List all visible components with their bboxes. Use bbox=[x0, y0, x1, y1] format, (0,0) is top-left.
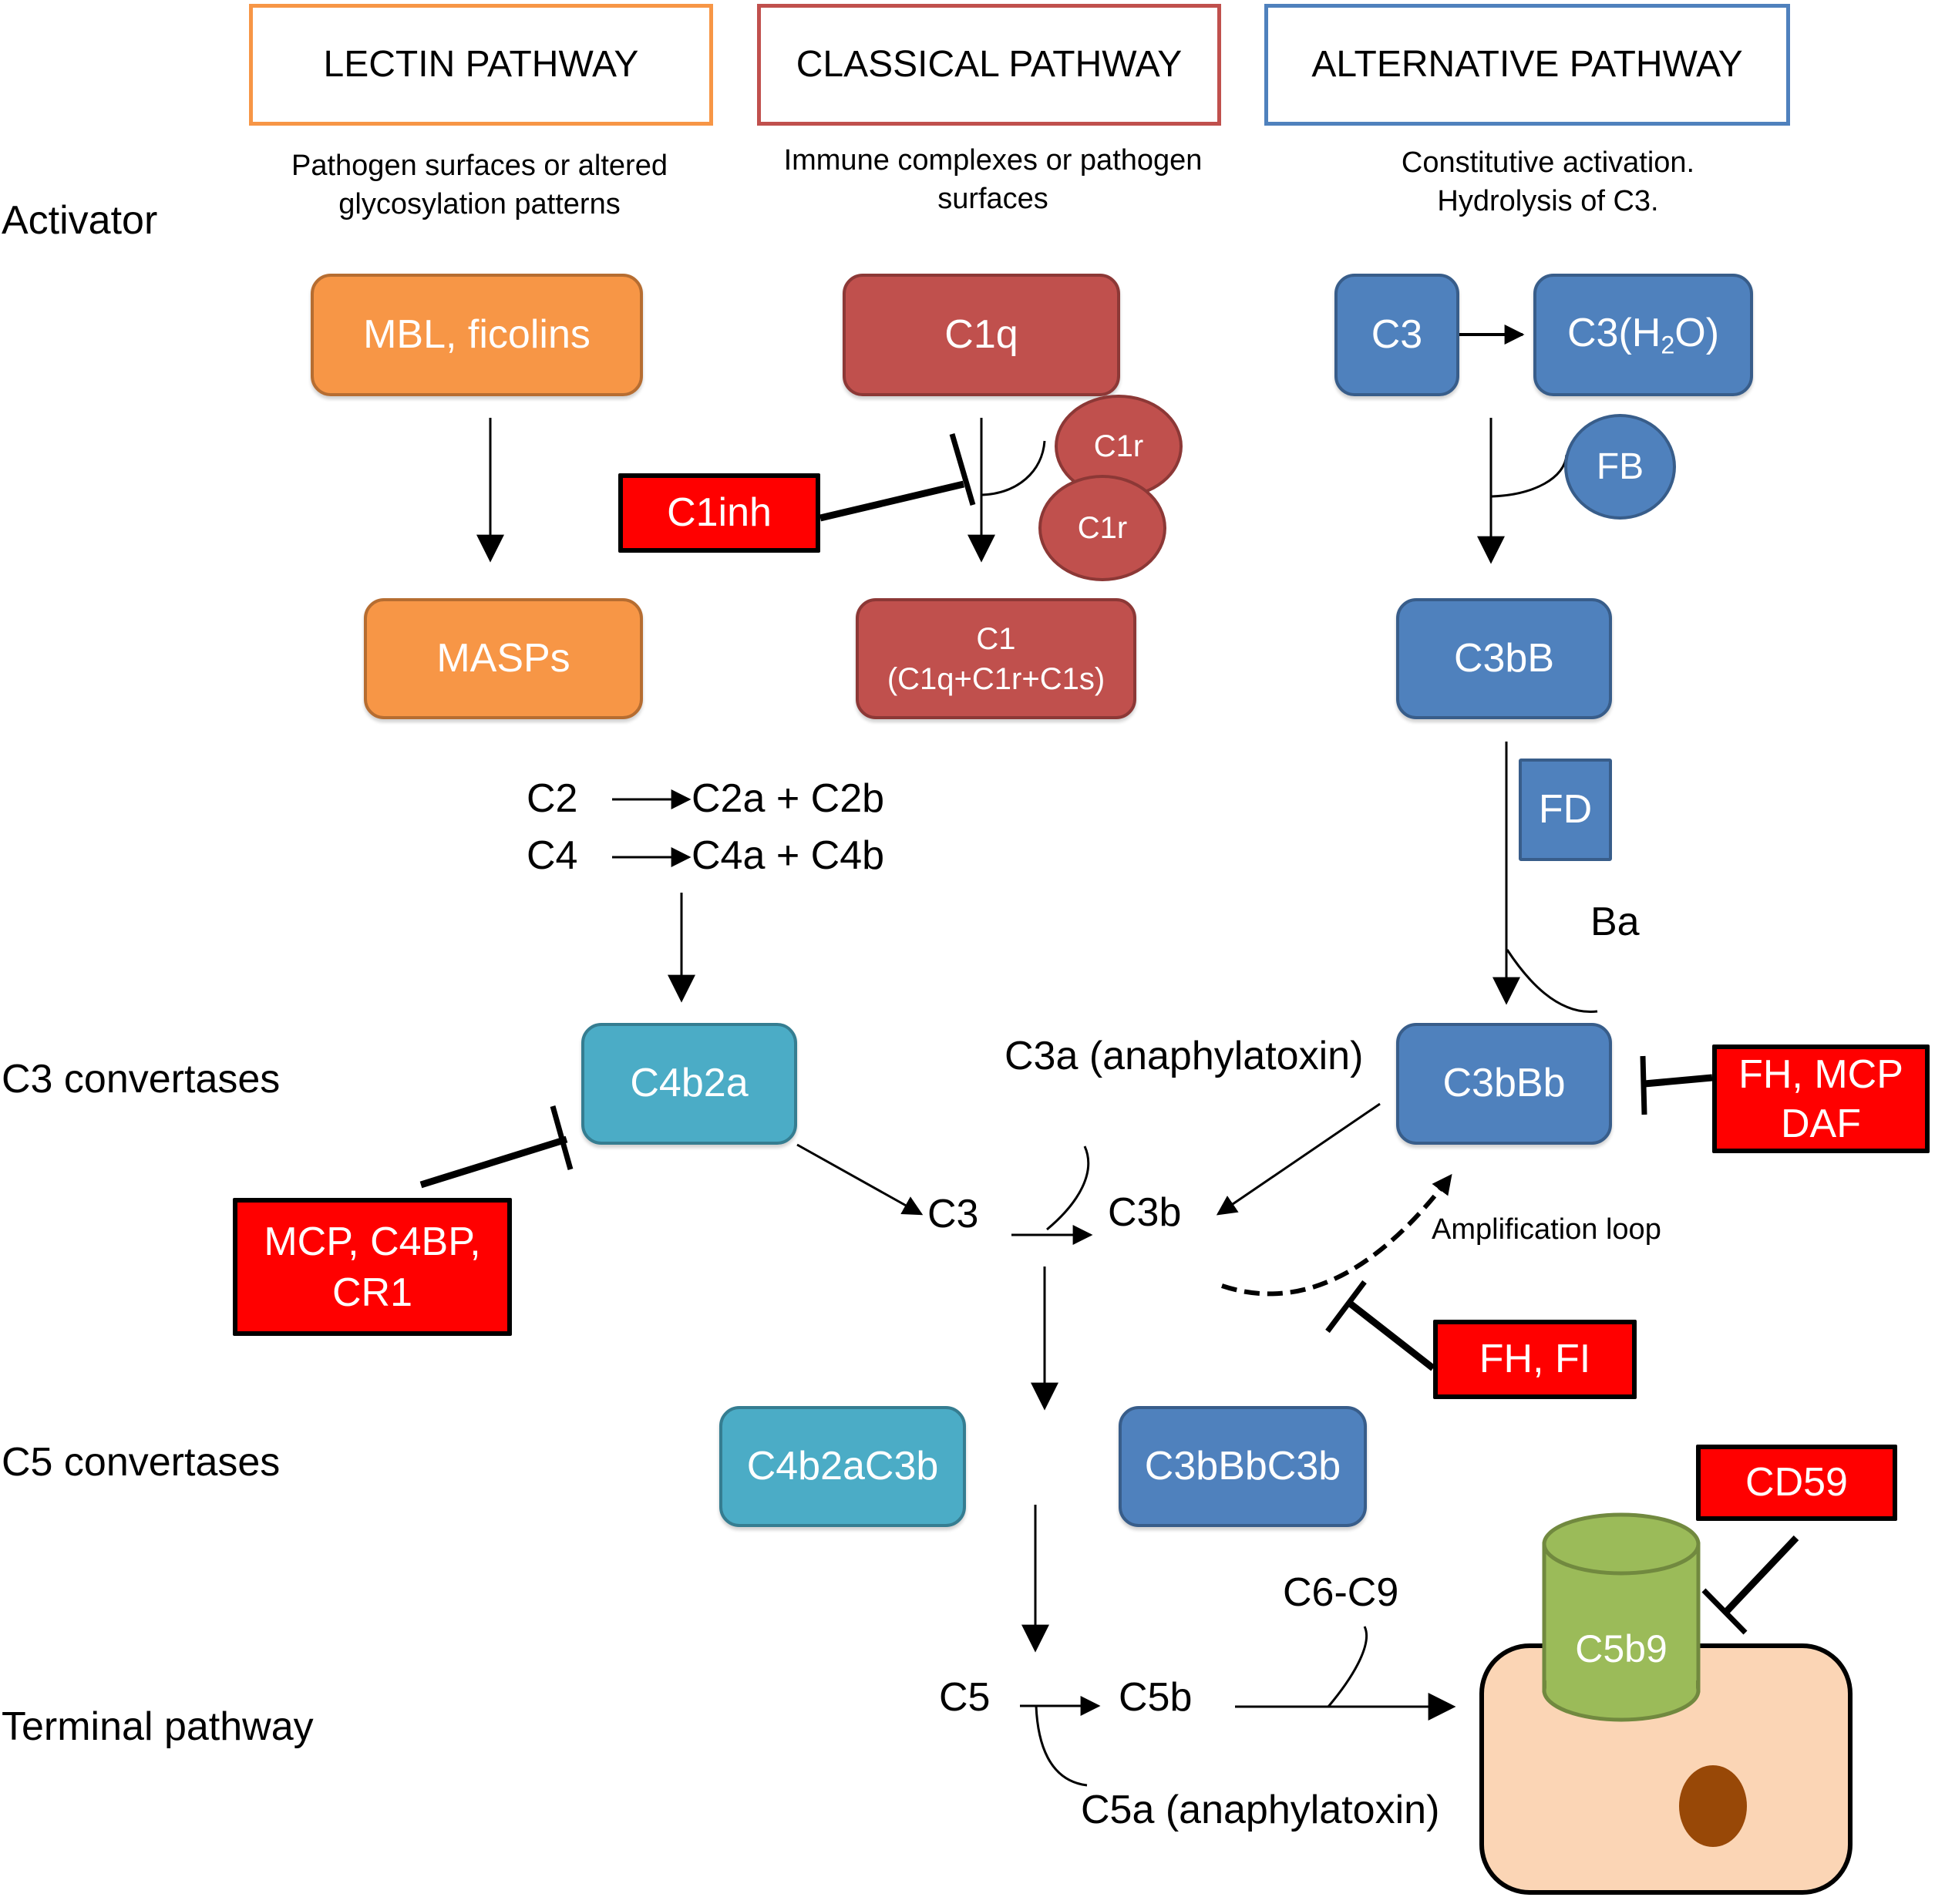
node-c3bb: C3bB bbox=[1396, 598, 1612, 719]
node-fb-label: FB bbox=[1596, 446, 1644, 487]
inhibition-fh-fi bbox=[1347, 1300, 1435, 1371]
classical-activator-line2: surfaces bbox=[937, 183, 1048, 215]
classical-pathway-title: CLASSICAL PATHWAY bbox=[796, 44, 1183, 86]
lectin-activator: Pathogen surfaces or altered glycosylati… bbox=[248, 146, 711, 224]
inhibition-mcp-c4bp-cr1 bbox=[419, 1135, 568, 1189]
inhibitor-cd59: CD59 bbox=[1696, 1445, 1897, 1521]
c3h2o-suffix: O) bbox=[1674, 310, 1720, 355]
node-fb: FB bbox=[1564, 414, 1676, 520]
node-c4b2a-label: C4b2a bbox=[630, 1061, 749, 1106]
amplification-loop-arrow bbox=[1221, 1173, 1453, 1297]
node-c3-alt-label: C3 bbox=[1371, 311, 1423, 357]
label-ba: Ba bbox=[1590, 900, 1640, 944]
label-c6-c9: C6-C9 bbox=[1283, 1570, 1399, 1615]
classical-activator: Immune complexes or pathogen surfaces bbox=[754, 141, 1232, 218]
node-c1q-label: C1q bbox=[944, 311, 1018, 357]
inhibitor-fh-mcp-daf: FH, MCP DAF bbox=[1712, 1045, 1930, 1153]
inhibition-cd59 bbox=[1724, 1535, 1799, 1614]
label-c3: C3 bbox=[927, 1192, 979, 1236]
inhibitor-fh-fi: FH, FI bbox=[1433, 1320, 1637, 1399]
inhibition-bar-fh-mcp-daf bbox=[1640, 1055, 1647, 1115]
alternative-activator-line1: Constitutive activation. bbox=[1401, 146, 1695, 179]
lectin-pathway-header: LECTIN PATHWAY bbox=[249, 4, 713, 126]
label-c4: C4 bbox=[527, 833, 578, 878]
inhibitor-cd59-label: CD59 bbox=[1745, 1459, 1848, 1505]
c5a-release-curve bbox=[1035, 1705, 1088, 1787]
label-c5: C5 bbox=[939, 1675, 991, 1720]
alternative-pathway-title: ALTERNATIVE PATHWAY bbox=[1311, 44, 1743, 86]
alternative-pathway-header: ALTERNATIVE PATHWAY bbox=[1264, 4, 1790, 126]
c3a-release-curve bbox=[1046, 1145, 1090, 1231]
arrow-c3bbb-to-c3b bbox=[1216, 1102, 1381, 1216]
label-c5a-anaphylatoxin: C5a (anaphylatoxin) bbox=[1081, 1788, 1440, 1832]
label-amplification-loop: Amplification loop bbox=[1432, 1213, 1661, 1246]
node-c3bbbc3b: C3bBbC3b bbox=[1119, 1406, 1367, 1527]
inhibition-bar-c1inh bbox=[949, 433, 976, 506]
c3h2o-prefix: C3(H bbox=[1567, 310, 1661, 355]
mac-c5b9-label: C5b9 bbox=[1575, 1627, 1667, 1670]
inhibitor-mcp-c4bp-cr1-line2: CR1 bbox=[331, 1270, 413, 1315]
node-c1r-top-label: C1r bbox=[1093, 429, 1144, 463]
node-c3bbbc3b-label: C3bBbC3b bbox=[1144, 1443, 1341, 1489]
node-c1: C1 (C1q+C1r+C1s) bbox=[856, 598, 1136, 719]
row-label-activator: Activator bbox=[2, 198, 158, 243]
node-c4b2a: C4b2a bbox=[581, 1023, 797, 1145]
node-fd-label: FD bbox=[1538, 786, 1593, 832]
inhibitor-c1inh-label: C1inh bbox=[667, 489, 772, 535]
node-c4b2ac3b: C4b2aC3b bbox=[719, 1406, 966, 1527]
inhibition-bar-cd59 bbox=[1701, 1588, 1748, 1635]
label-c5b: C5b bbox=[1119, 1675, 1193, 1720]
node-c3h2o: C3(H2O) bbox=[1533, 274, 1753, 396]
node-masps-label: MASPs bbox=[436, 635, 570, 681]
label-c3b: C3b bbox=[1108, 1190, 1182, 1235]
node-c3h2o-label: C3(H2O) bbox=[1567, 311, 1719, 360]
inhibition-c1inh bbox=[819, 480, 965, 522]
node-c4b2ac3b-label: C4b2aC3b bbox=[746, 1443, 939, 1489]
inhibitor-fh-mcp-daf-line1: FH, MCP bbox=[1738, 1051, 1903, 1097]
mac-cylinder-top bbox=[1542, 1512, 1701, 1576]
cell-nucleus bbox=[1679, 1765, 1747, 1847]
ba-release-curve bbox=[1506, 949, 1598, 1013]
node-c1q: C1q bbox=[843, 274, 1120, 396]
row-label-terminal: Terminal pathway bbox=[2, 1704, 314, 1749]
inhibition-bar-fh-fi bbox=[1325, 1280, 1367, 1334]
alternative-activator-line2: Hydrolysis of C3. bbox=[1437, 185, 1659, 217]
node-c3bbb: C3bBb bbox=[1396, 1023, 1612, 1145]
inhibitor-fh-fi-label: FH, FI bbox=[1479, 1336, 1591, 1381]
inhibitor-c1inh: C1inh bbox=[618, 473, 820, 553]
label-c2-products: C2a + C2b bbox=[692, 776, 885, 821]
c1r-joining-curve bbox=[981, 440, 1046, 496]
inhibition-bar-mcp-c4bp-cr1 bbox=[550, 1105, 574, 1170]
label-c4-products: C4a + C4b bbox=[692, 833, 885, 878]
node-mbl-ficolins: MBL, ficolins bbox=[311, 274, 643, 396]
lectin-activator-line1: Pathogen surfaces or altered bbox=[291, 150, 668, 182]
classical-activator-line1: Immune complexes or pathogen bbox=[783, 144, 1203, 177]
node-c1r-bottom-label: C1r bbox=[1077, 511, 1128, 545]
node-c1-composition: (C1q+C1r+C1s) bbox=[887, 661, 1105, 696]
node-c1r-bottom: C1r bbox=[1038, 475, 1166, 581]
row-label-c5-convertases: C5 convertases bbox=[2, 1440, 281, 1485]
row-label-c3-convertases: C3 convertases bbox=[2, 1057, 281, 1102]
arrow-c4b2a-to-c3 bbox=[796, 1143, 924, 1216]
classical-pathway-header: CLASSICAL PATHWAY bbox=[757, 4, 1221, 126]
lectin-activator-line2: glycosylation patterns bbox=[338, 188, 621, 220]
node-fd: FD bbox=[1519, 759, 1612, 861]
node-masps: MASPs bbox=[364, 598, 643, 719]
label-c3a-anaphylatoxin: C3a (anaphylatoxin) bbox=[1005, 1034, 1364, 1078]
c3h2o-subscript: 2 bbox=[1661, 331, 1675, 359]
label-c2: C2 bbox=[527, 776, 578, 821]
inhibition-fh-mcp-daf bbox=[1644, 1074, 1713, 1088]
c6-c9-joining-curve bbox=[1327, 1626, 1368, 1707]
inhibitor-mcp-c4bp-cr1: MCP, C4BP, CR1 bbox=[233, 1198, 512, 1336]
node-mbl-ficolins-label: MBL, ficolins bbox=[363, 311, 591, 357]
lectin-pathway-title: LECTIN PATHWAY bbox=[323, 44, 639, 86]
fb-joining-curve bbox=[1491, 454, 1568, 498]
node-c3bb-label: C3bB bbox=[1453, 635, 1555, 681]
inhibitor-fh-mcp-daf-line2: DAF bbox=[1781, 1101, 1861, 1146]
node-c3bbb-label: C3bBb bbox=[1442, 1061, 1566, 1106]
node-c3-alt: C3 bbox=[1334, 274, 1459, 396]
alternative-activator: Constitutive activation. Hydrolysis of C… bbox=[1317, 143, 1779, 220]
inhibitor-mcp-c4bp-cr1-line1: MCP, C4BP, bbox=[264, 1219, 481, 1264]
node-c1-label: C1 bbox=[976, 621, 1016, 656]
